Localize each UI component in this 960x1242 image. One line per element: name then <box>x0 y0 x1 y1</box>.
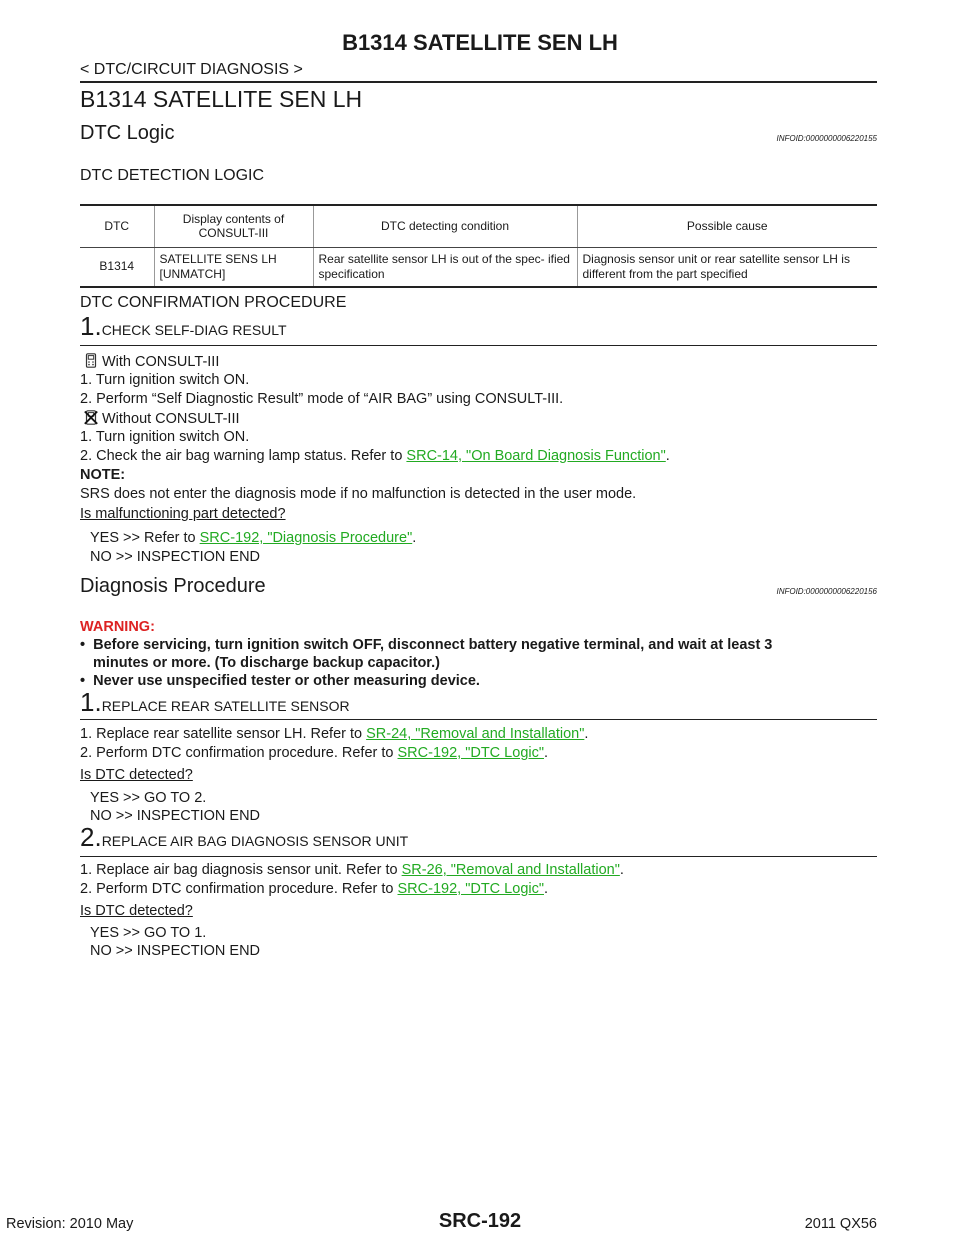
list-item: 2. Perform DTC confirmation procedure. R… <box>80 881 548 897</box>
step-rule <box>80 856 877 857</box>
list-item-text: 1. Replace air bag diagnosis sensor unit… <box>80 862 402 878</box>
step-rule <box>80 719 877 720</box>
list-item: 1. Replace rear satellite sensor LH. Ref… <box>80 726 588 742</box>
answer-yes: YES >> GO TO 2. <box>90 790 207 806</box>
page-number: SRC-192 <box>438 1210 522 1232</box>
consult-tester-icon <box>85 353 97 368</box>
link-sr-26[interactable]: SR-26, "Removal and Installation" <box>401 862 620 878</box>
step-title: REPLACE REAR SATELLITE SENSOR <box>101 698 350 714</box>
without-consult-line: Without CONSULT-III <box>84 410 240 427</box>
question-dtc-detected: Is DTC detected? <box>80 767 193 783</box>
answer-text: . <box>412 530 417 546</box>
warning-label: WARNING: <box>80 619 155 635</box>
list-item-text: 2. Perform DTC confirmation procedure. R… <box>80 881 398 897</box>
list-item-text: . <box>619 862 624 878</box>
table-row: B1314 SATELLITE SENS LH [UNMATCH] Rear s… <box>80 247 877 288</box>
question-malfunction: Is malfunctioning part detected? <box>80 506 286 522</box>
note-label: NOTE: <box>80 467 126 483</box>
answer-yes: YES >> Refer to SRC-192, "Diagnosis Proc… <box>90 530 416 546</box>
table-cell: SATELLITE SENS LH [UNMATCH] <box>153 247 313 288</box>
without-consult-label: Without CONSULT-III <box>102 411 240 427</box>
link-diagnosis-procedure[interactable]: SRC-192, "Diagnosis Procedure" <box>199 530 413 546</box>
list-item: 1. Turn ignition switch ON. <box>80 372 250 388</box>
link-dtc-logic[interactable]: SRC-192, "DTC Logic" <box>397 881 544 897</box>
step-number: 2. <box>80 822 102 852</box>
answer-no: NO >> INSPECTION END <box>90 808 261 824</box>
breadcrumb: < DTC/CIRCUIT DIAGNOSIS > <box>80 61 303 78</box>
diagnosis-procedure-heading: Diagnosis Procedure <box>80 575 266 597</box>
list-item: 2. Perform “Self Diagnostic Result” mode… <box>80 391 564 407</box>
warning-item: • Never use unspecified tester or other … <box>80 673 480 689</box>
question-dtc-detected: Is DTC detected? <box>80 903 193 919</box>
link-dtc-logic[interactable]: SRC-192, "DTC Logic" <box>397 745 544 761</box>
step-title: CHECK SELF-DIAG RESULT <box>101 322 287 338</box>
list-item-text: 2. Check the air bag warning lamp status… <box>80 448 407 464</box>
warning-text: Never use unspecified tester or other me… <box>93 673 480 689</box>
footer-model: 2011 QX56 <box>804 1216 877 1232</box>
table-header-cell: DTC detecting condition <box>312 204 577 248</box>
table-header-cell: DTC <box>80 204 154 248</box>
list-item-text: . <box>544 881 549 897</box>
header-rule <box>80 81 877 83</box>
diagnosis-infoid: INFOID:0000000006220156 <box>776 587 877 596</box>
warning-text-cont: minutes or more. (To discharge backup ca… <box>93 655 441 671</box>
table-cell: Rear satellite sensor LH is out of the s… <box>312 247 577 288</box>
answer-no: NO >> INSPECTION END <box>90 549 261 565</box>
list-item: 1. Replace air bag diagnosis sensor unit… <box>80 862 624 878</box>
diagnosis-step-1: 1.REPLACE REAR SATELLITE SENSOR <box>80 687 350 718</box>
dtc-confirmation-heading: DTC CONFIRMATION PROCEDURE <box>80 294 347 311</box>
answer-yes: YES >> GO TO 1. <box>90 925 207 941</box>
link-src-14[interactable]: SRC-14, "On Board Diagnosis Function" <box>406 448 666 464</box>
list-item-text: 2. Perform DTC confirmation procedure. R… <box>80 745 398 761</box>
with-consult-label: With CONSULT-III <box>102 354 220 370</box>
table-cell: B1314 <box>80 247 154 288</box>
page-header-title: B1314 SATELLITE SEN LH <box>342 30 618 55</box>
answer-no: NO >> INSPECTION END <box>90 943 261 959</box>
table-cell: Diagnosis sensor unit or rear satellite … <box>576 247 877 288</box>
list-item: 1. Turn ignition switch ON. <box>80 429 250 445</box>
table-header-cell: Possible cause <box>576 204 877 248</box>
table-header-row: DTC Display contents of CONSULT-III DTC … <box>80 204 877 248</box>
link-sr-24[interactable]: SR-24, "Removal and Installation" <box>366 726 585 742</box>
table-header-cell: Display contents of CONSULT-III <box>153 204 313 248</box>
dtc-detection-logic-heading: DTC DETECTION LOGIC <box>80 167 265 184</box>
list-item-text: 1. Replace rear satellite sensor LH. Ref… <box>80 726 367 742</box>
list-item: 2. Perform DTC confirmation procedure. R… <box>80 745 548 761</box>
footer-revision: Revision: 2010 May <box>6 1216 134 1232</box>
warning-text: Before servicing, turn ignition switch O… <box>93 637 773 653</box>
list-item-text: . <box>544 745 549 761</box>
note-text: SRS does not enter the diagnosis mode if… <box>80 486 637 502</box>
diagnosis-step-2: 2.REPLACE AIR BAG DIAGNOSIS SENSOR UNIT <box>80 822 408 853</box>
step-title: REPLACE AIR BAG DIAGNOSIS SENSOR UNIT <box>101 833 409 849</box>
step-number: 1. <box>80 687 102 717</box>
dtc-logic-infoid: INFOID:0000000006220155 <box>776 134 877 143</box>
answer-text: YES >> Refer to <box>90 530 200 546</box>
confirmation-step-1: 1.CHECK SELF-DIAG RESULT <box>80 311 287 342</box>
dtc-table: DTC Display contents of CONSULT-III DTC … <box>80 204 877 288</box>
list-item-text: . <box>665 448 670 464</box>
section-title: B1314 SATELLITE SEN LH <box>80 86 363 112</box>
with-consult-line: With CONSULT-III <box>84 353 219 370</box>
list-item: 2. Check the air bag warning lamp status… <box>80 448 670 464</box>
warning-item: • Before servicing, turn ignition switch… <box>80 637 773 653</box>
step-rule <box>80 345 877 346</box>
step-number: 1. <box>80 311 102 341</box>
dtc-logic-heading: DTC Logic <box>80 122 175 144</box>
list-item-text: . <box>584 726 589 742</box>
no-tester-icon <box>84 410 98 425</box>
